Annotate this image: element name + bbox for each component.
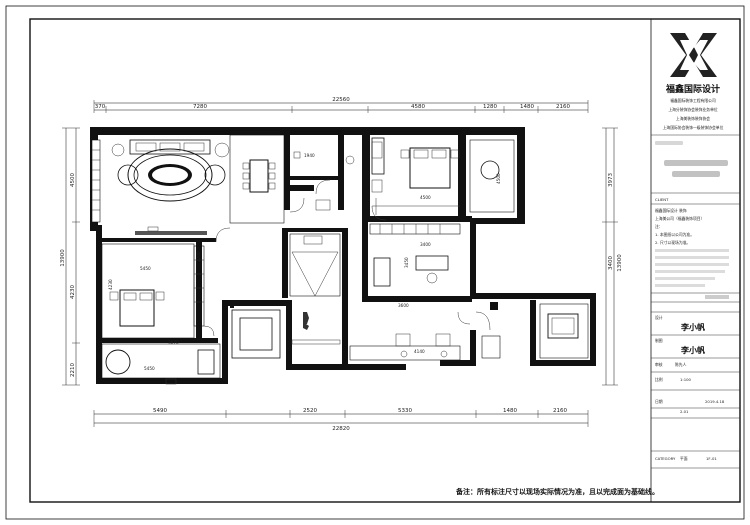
project-name-blurred <box>655 141 728 177</box>
study-sofa <box>373 257 391 287</box>
checker-label: 审核 <box>655 362 663 367</box>
bottom-dim-3: 5330 <box>398 408 412 414</box>
top-dim-4: 1280 <box>483 104 497 110</box>
tagline-2: 上海分装饰协会装饰业务单位 <box>668 107 718 112</box>
drawer-name: 李小帆 <box>680 345 705 355</box>
living-room <box>111 139 230 235</box>
notes-block: 上海美公司（福鑫装饰项目） 注： 1. 本图纸以公司为准。 2. 尺寸以现场为准… <box>655 216 729 287</box>
outer-frame <box>5 5 745 520</box>
project-label: 福鑫国际设计 装饰 <box>655 208 687 213</box>
company-logo <box>670 33 717 77</box>
dining-table <box>249 159 269 193</box>
company-name: 福鑫国际设计 <box>665 83 720 95</box>
bathroom <box>231 309 341 359</box>
room-dim-4: 3400 <box>420 242 431 247</box>
armchair-left <box>117 164 139 186</box>
sofa <box>129 139 211 155</box>
scale-value: 1:100 <box>680 377 692 382</box>
top-dim-1: 370 <box>95 104 106 110</box>
note-1: 上海美公司（福鑫装饰项目） <box>655 216 704 221</box>
checker-value: 陈先人 <box>675 362 687 367</box>
note-3: 1. 本图纸以公司为准。 <box>655 232 694 237</box>
left-dim-3: 2210 <box>70 363 76 377</box>
top-dim-6: 2160 <box>556 104 570 110</box>
hallway <box>289 233 341 297</box>
left-dimensions: 4500 4230 2210 13900 <box>60 127 80 386</box>
top-dim-2: 7280 <box>193 104 207 110</box>
room-dim-12: 3070 <box>168 340 179 345</box>
footer-note: 备注：所有标注尺寸以现场实际情况为准，且以完成面为基础线。 <box>455 487 659 496</box>
second-bedroom: 5450 4230 2200 3070 <box>101 243 205 345</box>
title-block: 福鑫国际设计 福鑫国际装饰工程有限公司 上海分装饰协会装饰业务单位 上海美装饰装… <box>651 33 740 469</box>
master-bedroom: 4500 4500 <box>371 137 515 213</box>
lounge-sofa <box>547 313 579 339</box>
round-chair <box>105 349 131 375</box>
room-dim-8: 5450 <box>144 366 155 371</box>
right-dim-2: 3400 <box>608 256 614 270</box>
floor-plan: 1940 4500 4500 34 <box>90 127 596 385</box>
tagline-3: 上海美装饰装饰协会 <box>676 116 710 121</box>
scale-label: 比例 <box>655 377 663 382</box>
note-4: 2. 尺寸以现场为准。 <box>655 240 690 245</box>
top-dimensions: 22560 370 7280 4580 1280 1480 2160 <box>93 97 589 113</box>
designer-name: 李小帆 <box>680 322 705 332</box>
room-dim-9: 2200 <box>196 251 201 262</box>
room-dim-3: 4500 <box>496 173 501 184</box>
bottom-dimensions: 5490 2520 5330 1480 2160 22820 <box>93 408 589 432</box>
toilet-room <box>239 317 273 351</box>
sheet-number: 2.01 <box>680 409 689 414</box>
top-dim-3: 4580 <box>411 104 425 110</box>
room-dim-11: 3600 <box>398 303 409 308</box>
study-room: 3400 3450 <box>369 223 461 287</box>
right-total-dim: 13900 <box>617 254 623 272</box>
room-dim-5: 3450 <box>404 257 409 268</box>
left-dim-1: 4500 <box>70 173 76 187</box>
category-value: 平面 <box>680 456 688 461</box>
lounge-room <box>490 302 589 359</box>
inner-frame <box>29 18 741 503</box>
note-2: 注： <box>655 224 663 229</box>
drawer-label: 制图 <box>655 338 663 343</box>
bottom-dim-4: 1480 <box>503 408 517 414</box>
wardrobe <box>371 137 385 175</box>
category-label: CATEGORY <box>655 456 676 461</box>
master-bed <box>409 147 451 189</box>
tagline-1: 福鑫国际装饰工程有限公司 <box>670 98 716 103</box>
room-dim-10: 4230 <box>108 279 113 290</box>
interior-walls <box>96 135 536 368</box>
left-total-dim: 13900 <box>60 249 66 267</box>
bottom-dim-1: 5490 <box>153 408 167 414</box>
service-rooms: 1940 <box>293 141 383 215</box>
balcony-left <box>91 139 101 223</box>
room-dim-1: 1940 <box>304 153 315 158</box>
tv-cabinet <box>135 231 207 235</box>
door-swings <box>203 179 471 337</box>
top-total-dim: 22560 <box>332 97 350 103</box>
dining-area <box>229 134 285 224</box>
date-label: 日期 <box>655 399 663 404</box>
right-dim-1: 3973 <box>608 173 614 187</box>
kitchen: 3600 4140 <box>349 303 501 361</box>
study-desk <box>415 255 449 271</box>
left-dim-2: 4230 <box>70 285 76 299</box>
tagline-4: 上海国际协会装饰一级装饰协会单位 <box>663 125 724 130</box>
drawing-number: 1F-01 <box>706 456 717 461</box>
client-label: CLIENT <box>655 197 669 202</box>
bottom-dim-2: 2520 <box>303 408 317 414</box>
lounge-chair <box>480 160 500 180</box>
third-room: 5450 <box>101 343 221 385</box>
company-taglines: 福鑫国际装饰工程有限公司 上海分装饰协会装饰业务单位 上海美装饰装饰协会 上海国… <box>663 98 724 130</box>
room-dim-2: 4500 <box>420 195 431 200</box>
bottom-dim-5: 2160 <box>553 408 567 414</box>
date-value: 2019.4.18 <box>705 399 725 404</box>
room-dim-7: 5450 <box>140 266 151 271</box>
right-dimensions: 3973 3400 13900 <box>602 127 623 386</box>
second-bed <box>119 289 155 327</box>
bottom-total-dim: 22820 <box>332 426 350 432</box>
top-dim-5: 1480 <box>520 104 534 110</box>
room-dim-6: 4140 <box>414 349 425 354</box>
designer-label: 设计 <box>655 315 663 320</box>
armchair-right <box>204 164 226 186</box>
